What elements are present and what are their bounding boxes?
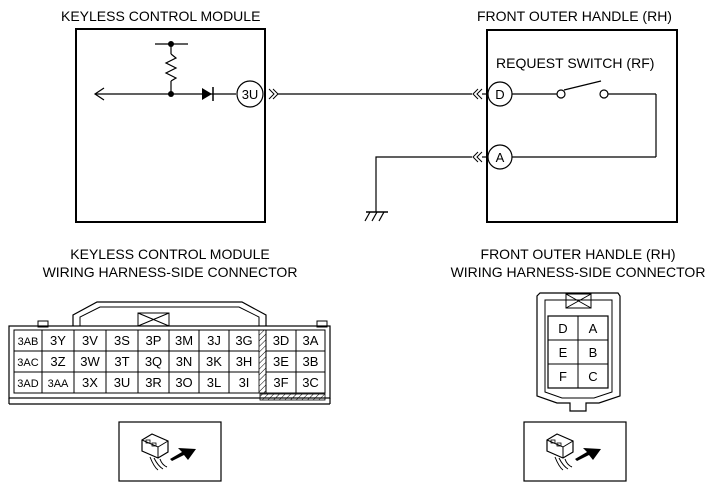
kcm-connector-drawing: [8, 301, 331, 405]
diode-symbol: [202, 88, 212, 100]
kcm-cavity-3r: 3R: [145, 375, 162, 390]
kcm-cavity-3g: 3G: [235, 333, 252, 348]
kcm-cavity-3i: 3I: [239, 375, 250, 390]
handle-connector-title-line2: WIRING HARNESS-SIDE CONNECTOR: [450, 264, 706, 280]
handle-connector-drawing: [536, 292, 621, 412]
kcm-connector-cells: 3AB 3Y 3V 3S 3P 3M 3J 3G 3D 3A 3AC 3Z 3W 3T 3Q 3N 3K 3H 3E…: [17, 333, 319, 390]
connector-view-icon: [118, 421, 222, 482]
handle-connector-cells: D A E B F C: [558, 321, 597, 384]
kcm-box: [75, 28, 266, 223]
kcm-title: KEYLESS CONTROL MODULE: [61, 8, 261, 24]
terminal-3u: [236, 80, 264, 108]
kcm-cavity-3l: 3L: [207, 375, 221, 390]
resistor-symbol: [164, 53, 178, 82]
kcm-cavity-3c: 3C: [302, 375, 319, 390]
kcm-cavity-3f: 3F: [273, 375, 288, 390]
kcm-cavity-3q: 3Q: [145, 354, 162, 369]
handle-cavity-a: A: [589, 321, 598, 336]
terminal-3u-label: 3U: [242, 87, 259, 102]
kcm-cavity-3e: 3E: [273, 354, 289, 369]
kcm-connector-title-line1: KEYLESS CONTROL MODULE: [70, 246, 270, 262]
kcm-cavity-3k: 3K: [206, 354, 222, 369]
connector-mark: [268, 88, 275, 100]
kcm-cavity-3d: 3D: [273, 333, 290, 348]
kcm-cavity-3m: 3M: [175, 333, 193, 348]
handle-cavity-d: D: [558, 321, 567, 336]
terminal-a-label: A: [496, 150, 505, 165]
kcm-cavity-3t: 3T: [114, 354, 129, 369]
kcm-cavity-3v: 3V: [82, 333, 98, 348]
kcm-cavity-3h: 3H: [236, 354, 253, 369]
kcm-cavity-3z: 3Z: [50, 354, 65, 369]
kcm-cavity-3aa: 3AA: [48, 378, 69, 390]
handle-cavity-f: F: [559, 369, 567, 384]
kcm-cavity-3ab: 3AB: [18, 336, 39, 348]
request-switch-label: REQUEST SWITCH (RF): [496, 55, 655, 71]
kcm-cavity-3y: 3Y: [50, 333, 66, 348]
kcm-cavity-3u: 3U: [114, 375, 131, 390]
arrow-left-icon: [93, 87, 105, 101]
handle-box: [486, 29, 678, 223]
handle-cavity-e: E: [559, 345, 568, 360]
kcm-cavity-3n: 3N: [176, 354, 193, 369]
request-switch-contact: [563, 80, 602, 91]
kcm-cavity-3ac: 3AC: [17, 357, 38, 369]
connector-view-icon: [523, 421, 627, 482]
handle-cavity-c: C: [588, 369, 597, 384]
terminal-d-label: D: [495, 87, 504, 102]
kcm-cavity-3b: 3B: [303, 354, 319, 369]
handle-title: FRONT OUTER HANDLE (RH): [477, 8, 672, 24]
kcm-cavity-3p: 3P: [146, 333, 162, 348]
kcm-cavity-3w: 3W: [80, 354, 100, 369]
kcm-cavity-3s: 3S: [114, 333, 130, 348]
wire-ground: [375, 156, 472, 212]
handle-cavity-b: B: [589, 345, 598, 360]
kcm-cavity-3ad: 3AD: [17, 378, 38, 390]
kcm-cavity-3j: 3J: [207, 333, 221, 348]
handle-connector-title-line1: FRONT OUTER HANDLE (RH): [480, 246, 676, 262]
kcm-cavity-3o: 3O: [175, 375, 192, 390]
kcm-cavity-3a: 3A: [303, 333, 319, 348]
kcm-cavity-3x: 3X: [82, 375, 98, 390]
kcm-connector-title-line2: WIRING HARNESS-SIDE CONNECTOR: [42, 264, 298, 280]
